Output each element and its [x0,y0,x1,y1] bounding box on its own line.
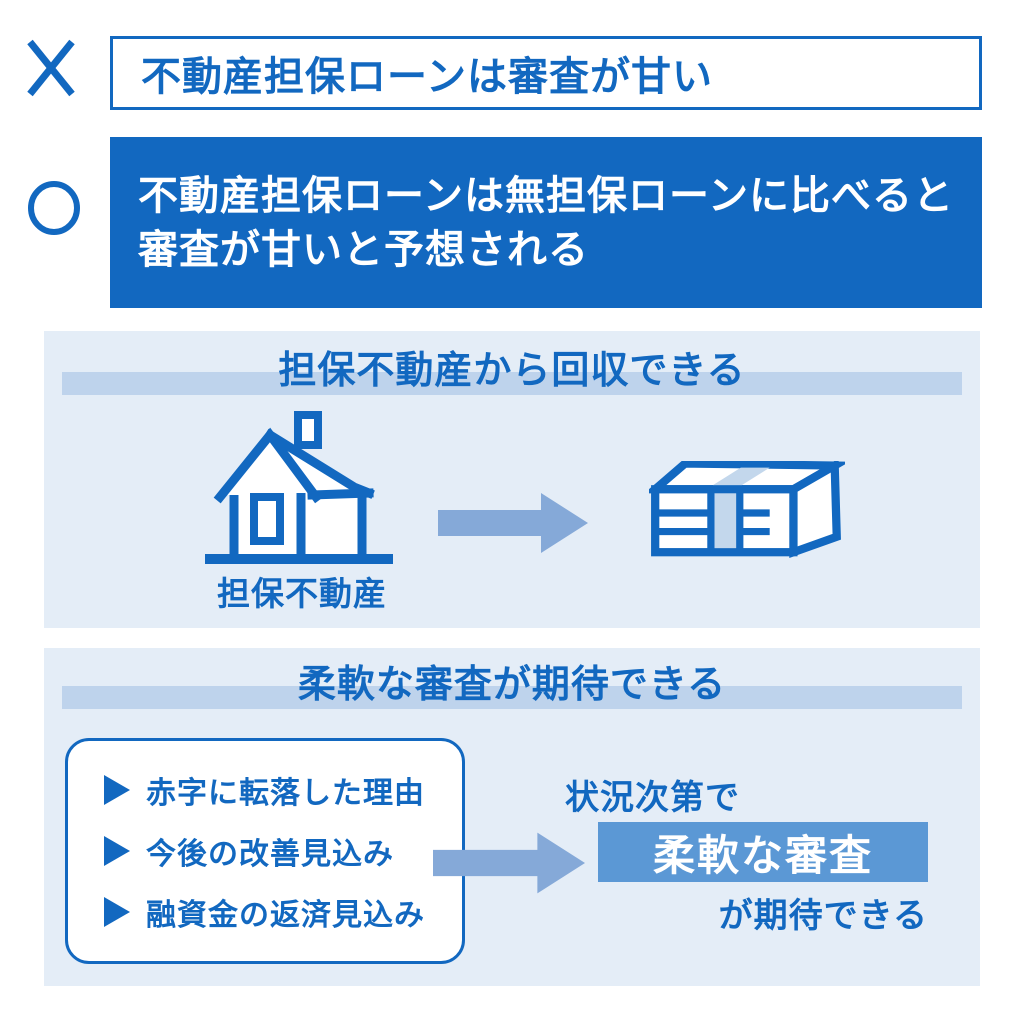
house-icon [205,411,393,564]
result-prefix-text: 状況次第で [565,779,740,817]
wrong-claim-box: 不動産担保ローンは審査が甘い [110,36,982,110]
list-item: 融資金の返済見込み [104,890,452,934]
title-underline-bar [62,686,962,709]
triangle-bullet-icon [104,897,130,927]
correct-claim-line2: 審査が甘いと予想される [138,227,589,272]
correct-claim-line1: 不動産担保ローンは無担保ローンに比べると [138,173,954,218]
correct-claim-box: 不動産担保ローンは無担保ローンに比べると 審査が甘いと予想される [110,137,982,308]
cross-mark-icon [27,39,75,97]
result-highlight-box: 柔軟な審査 [598,822,928,882]
list-item: 今後の改善見込み [104,829,452,873]
section-recovery-title: 担保不動産から回収できる [278,350,746,392]
arrow-right-icon [438,493,588,553]
review-points-box: 赤字に転落した理由 今後の改善見込み 融資金の返済見込み [65,738,465,964]
point-text: 赤字に転落した理由 [146,777,425,810]
circle-mark-icon [28,181,80,235]
section-recovery: 担保不動産から回収できる 担保不動産 [44,331,980,628]
house-label: 担保不動産 [217,575,387,612]
result-suffix-text: が期待できる [718,897,928,935]
section-flexible: 柔軟な審査が期待できる 赤字に転落した理由 今後の改善見込み 融資金の返済見込み… [44,648,980,986]
wrong-claim-text: 不動産担保ローンは審査が甘い [141,55,713,99]
list-item: 赤字に転落した理由 [104,768,452,812]
triangle-bullet-icon [104,836,130,866]
triangle-bullet-icon [104,775,130,805]
point-text: 今後の改善見込み [146,838,394,871]
title-underline-bar [62,372,962,395]
result-highlight-text: 柔軟な審査 [652,831,873,879]
point-text: 融資金の返済見込み [146,899,425,932]
money-stack-icon [649,461,845,559]
section-flexible-title: 柔軟な審査が期待できる [297,664,727,706]
arrow-right-icon [433,832,585,894]
